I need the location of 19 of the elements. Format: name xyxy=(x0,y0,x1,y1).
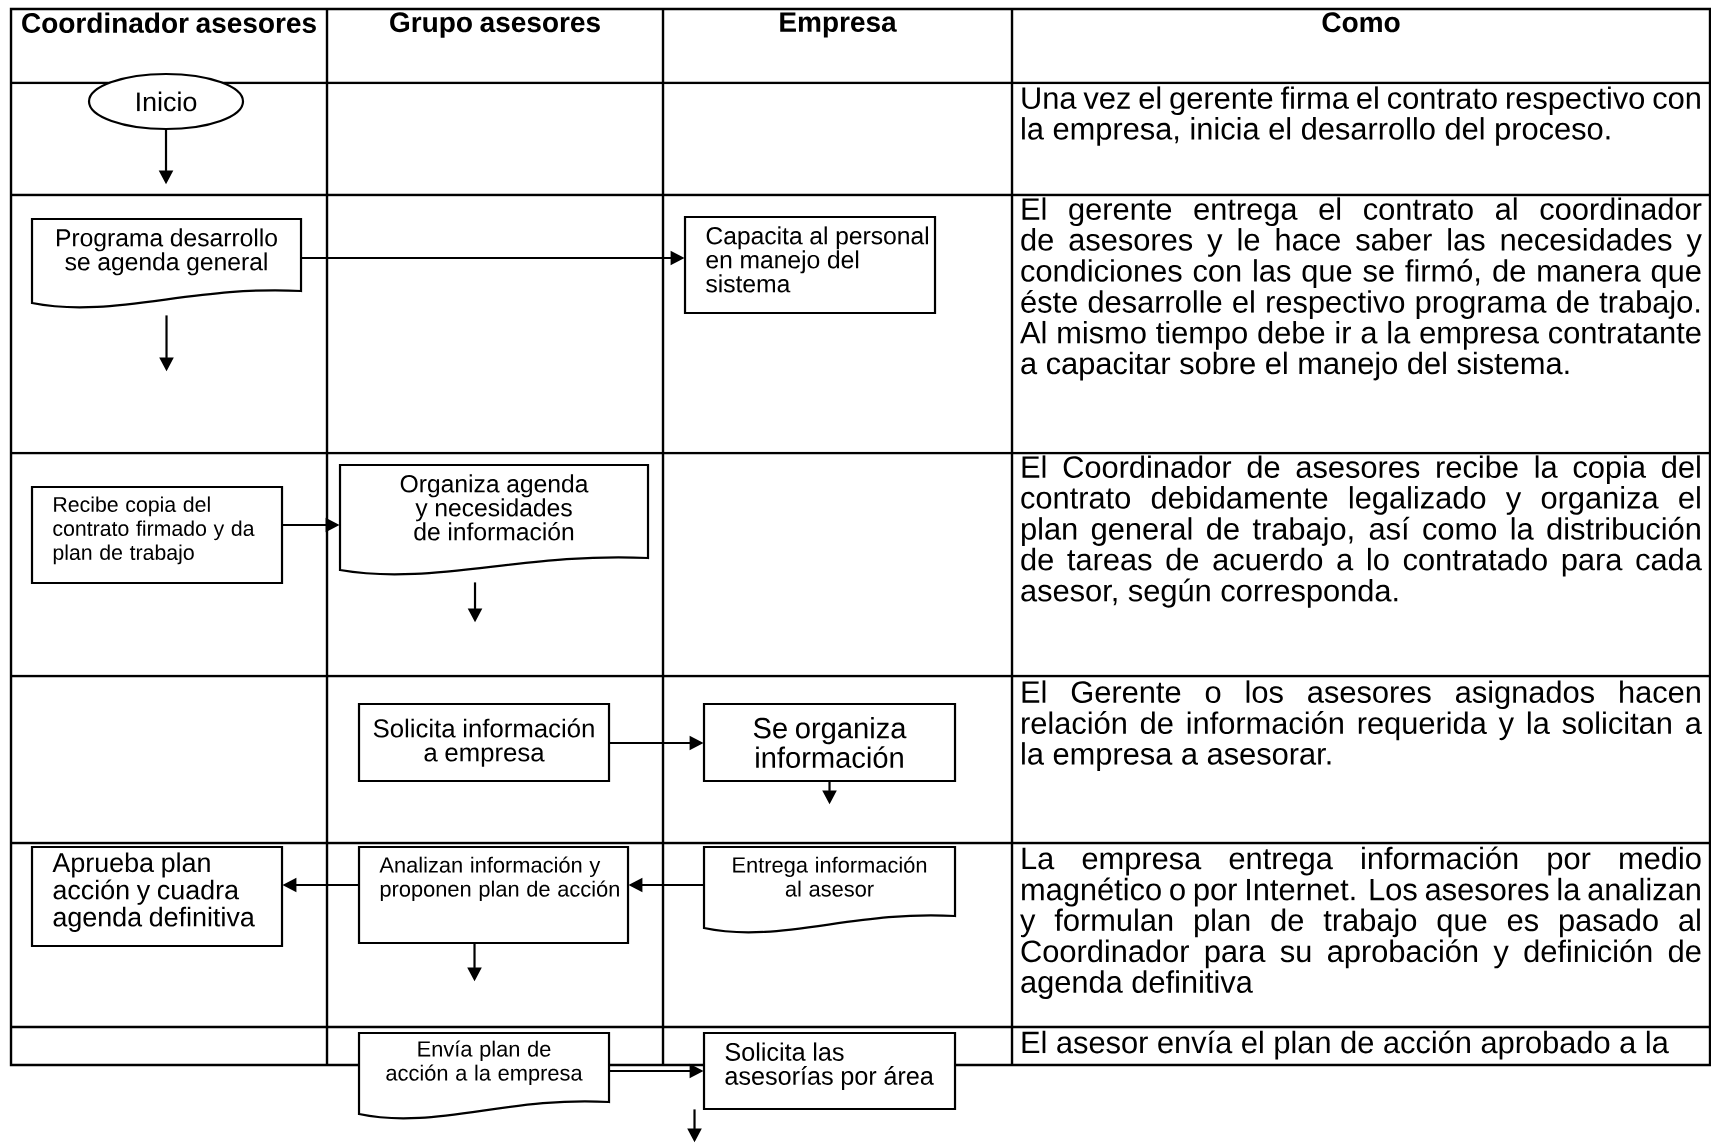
column-header: Empresa xyxy=(780,12,897,38)
description-text: Una vez el gerente firma el contrato respectivo con la empresa, inicia el desarrollo del proceso. xyxy=(1022,86,1700,146)
description-text: La empresa entrega información por medio magnético o por Internet. Los asesores la analizan y formulan plan de trabajo que es pasado al Coordinador para su aprobación y definición de agenda definitiva xyxy=(1020,846,1701,1000)
process-box: Capacita al personal en manejo del sistema xyxy=(683,215,937,315)
column-header: Como xyxy=(1322,12,1400,33)
column-header: Grupo asesores xyxy=(390,12,600,38)
process-box: Se organiza información xyxy=(702,702,957,783)
process-box: Solicita las asesorías por área xyxy=(702,1031,957,1111)
process-box: Recibe copia del contrato firmado y da plan de trabajo xyxy=(30,485,284,585)
description-text: El Coordinador de asesores recibe la copia del contrato debidamente legalizado y organiza el plan general de trabajo, así como la distribución de tareas de acuerdo a lo contratado para cada asesor, según corresponda. xyxy=(1021,455,1702,608)
description-text: El Gerente o los asesores asignados hacen relación de información requerida y la solicitan a la empresa a asesorar. xyxy=(1022,680,1702,771)
process-box: Analizan información y proponen plan de acción xyxy=(357,845,630,945)
description-text: El gerente entrega el contrato al coordinador de asesores y le hace saber las necesidades y condiciones con las que se firmó, de manera que éste desarrolle el respectivo programa de trabajo. Al mismo tiempo debe ir a la empresa contratante a capacitar sobre el manejo del sistema. xyxy=(1020,197,1702,381)
process-box: Aprueba plan acción y cuadra agenda definitiva xyxy=(30,845,284,948)
column-header: Coordinador asesores xyxy=(22,12,316,33)
node-label: Envía plan de acción a la empresa xyxy=(386,1040,583,1085)
description-text: El asesor envía el plan de acción aprobado a la xyxy=(1022,1030,1669,1060)
process-box: Solicita información a empresa xyxy=(357,702,611,783)
start-oval: Inicio xyxy=(87,72,245,131)
